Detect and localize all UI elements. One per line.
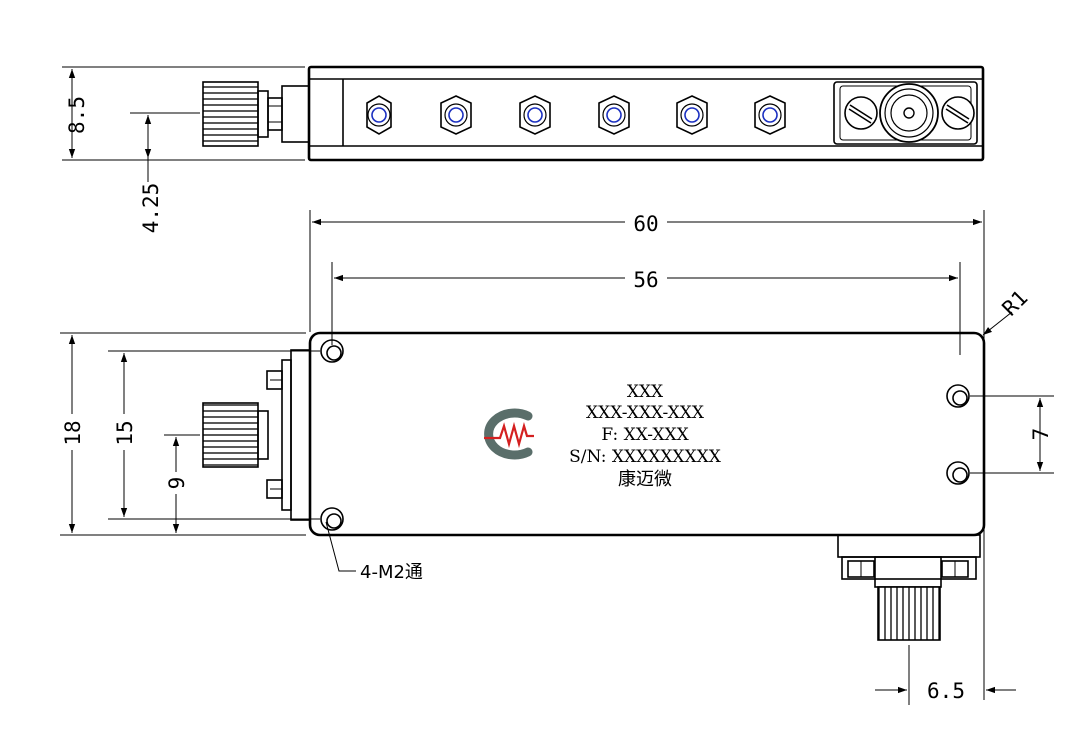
tuning-screw-1	[366, 95, 392, 135]
side-input-connector	[202, 81, 310, 147]
mounting-hole-bottom-left	[320, 507, 344, 531]
label-line-3: F: XX-XXX	[601, 425, 689, 445]
cmw-logo-icon	[484, 408, 534, 460]
tuning-screw-2	[440, 95, 472, 135]
dim-right-hole-spacing: 7	[970, 395, 1054, 474]
mounting-hole-top-left	[320, 339, 344, 363]
label-line-1: XXX	[627, 382, 664, 402]
dim-hole-spacing-width-text: 15	[113, 420, 137, 445]
dim-input-connector-offset: 9	[164, 434, 200, 533]
top-input-connector	[202, 349, 311, 521]
mounting-hole-right-lower	[946, 461, 970, 485]
tuning-screw-6	[754, 95, 786, 135]
dim-side-height: 8.5	[62, 66, 305, 161]
corner-radius-text: R1	[998, 286, 1033, 321]
dim-hole-spacing-length-text: 56	[633, 268, 658, 292]
dim-right-hole-spacing-text: 7	[1029, 428, 1053, 441]
label-line-2: XXX-XXX-XXX	[586, 403, 705, 423]
corner-radius-callout: R1	[982, 286, 1033, 336]
product-label: XXX XXX-XXX-XXX F: XX-XXX S/N: XXXXXXXXX…	[569, 382, 722, 490]
dim-hole-spacing-width: 15	[108, 350, 320, 520]
dim-overall-width-text: 18	[61, 420, 85, 445]
label-maker: 康迈微	[618, 469, 672, 490]
top-output-connector	[837, 534, 981, 641]
top-view: 60 56	[60, 210, 1054, 705]
dim-side-connector-center: 4.25	[130, 112, 200, 234]
dim-output-connector-offset-text: 6.5	[927, 679, 965, 703]
dim-hole-spacing-length: 56	[331, 262, 961, 355]
dim-input-connector-offset-text: 9	[165, 477, 189, 490]
mounting-holes-callout: 4-M2通	[325, 521, 423, 583]
label-line-4: S/N: XXXXXXXXX	[569, 447, 722, 467]
tuning-screw-5	[676, 95, 708, 135]
side-view: 8.5 4.25	[62, 65, 985, 234]
tuning-screw-4	[598, 95, 630, 135]
dim-overall-width: 18	[60, 332, 306, 536]
mounting-hole-right-upper	[946, 384, 970, 408]
dim-output-connector-offset: 6.5	[875, 645, 1016, 705]
dim-side-connector-center-text: 4.25	[139, 183, 163, 234]
side-output-connector-flange	[833, 81, 978, 145]
tuning-screw-3	[519, 95, 551, 135]
dim-side-height-text: 8.5	[65, 96, 89, 134]
mounting-holes-text: 4-M2通	[360, 562, 423, 583]
dim-overall-length-text: 60	[633, 212, 658, 236]
